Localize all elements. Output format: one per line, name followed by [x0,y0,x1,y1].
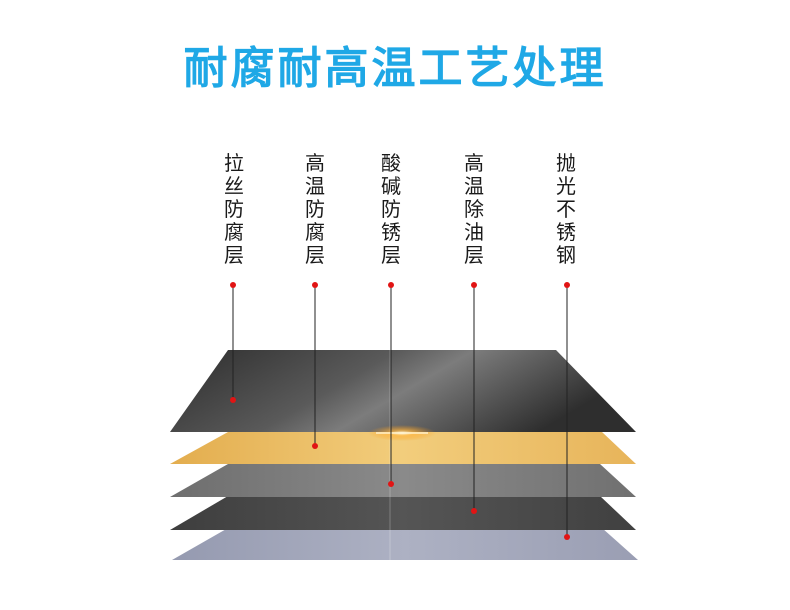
layer-label-brushed: 拉丝防腐层 [224,151,244,267]
layer-label-acid-alkali-antirust: 酸碱防锈层 [381,151,401,267]
marker-top-4 [471,282,477,288]
marker-top-2 [312,282,318,288]
marker-end-3 [388,481,394,487]
layer-label-degreasing: 高温除油层 [464,151,484,267]
layer-label-polished-stainless: 抛光不锈钢 [556,151,576,267]
layer-polished-stainless [172,528,638,560]
marker-end-5 [564,534,570,540]
marker-top-3 [388,282,394,288]
layer-degreasing [170,496,636,530]
marker-end-2 [312,443,318,449]
marker-end-4 [471,508,477,514]
marker-end-1 [230,397,236,403]
marker-top-5 [564,282,570,288]
layer-high-temp-anticorrosion [170,432,636,464]
layer-acid-alkali-antirust [170,464,636,497]
marker-top-1 [230,282,236,288]
layer-label-high-temp-anticorrosion: 高温防腐层 [305,151,325,267]
layer-top-brushed [170,350,636,432]
page-title: 耐腐耐高温工艺处理 [183,43,607,94]
